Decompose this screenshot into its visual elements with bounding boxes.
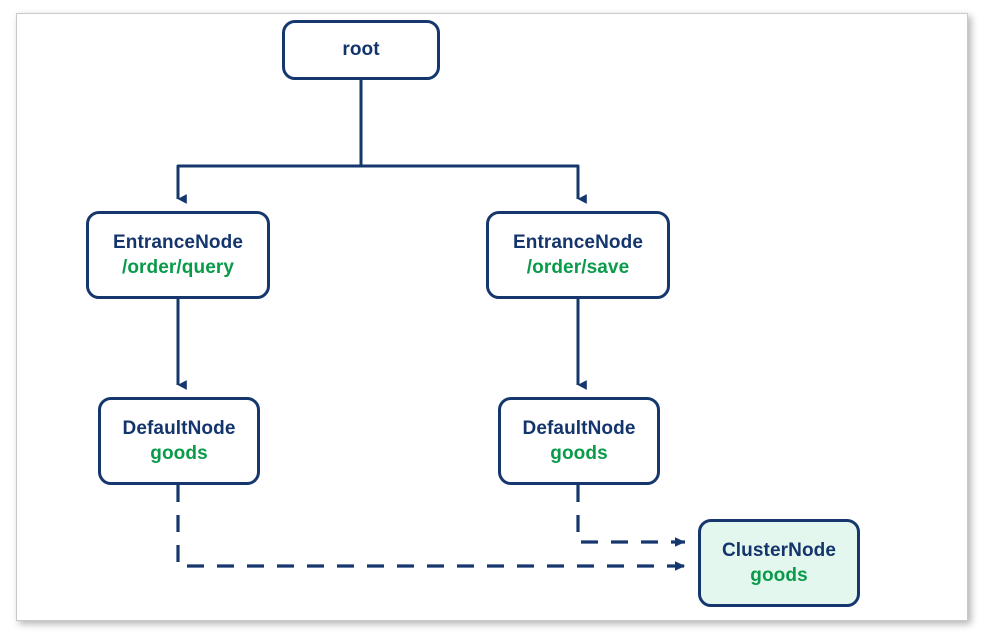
edge-default-right-to-cluster	[576, 485, 686, 547]
node-default-left-type: DefaultNode	[122, 418, 236, 440]
node-cluster-goods-type: ClusterNode	[721, 540, 837, 562]
node-default-right[interactable]: DefaultNode goods	[498, 397, 660, 485]
edge-default-left-to-cluster	[176, 485, 686, 571]
node-entrance-save-type: EntranceNode	[512, 232, 643, 254]
node-root[interactable]: root	[282, 20, 440, 80]
node-default-right-name: goods	[550, 442, 608, 464]
node-default-right-type: DefaultNode	[522, 418, 636, 440]
node-default-left-name: goods	[150, 442, 208, 464]
node-cluster-goods-name: goods	[750, 564, 808, 586]
node-root-type: root	[342, 39, 380, 61]
node-entrance-save[interactable]: EntranceNode /order/save	[486, 211, 670, 299]
node-cluster-goods[interactable]: ClusterNode goods	[698, 519, 860, 607]
node-entrance-query[interactable]: EntranceNode /order/query	[86, 211, 270, 299]
node-entrance-save-path: /order/save	[526, 256, 630, 278]
node-default-left[interactable]: DefaultNode goods	[98, 397, 260, 485]
node-entrance-query-path: /order/query	[121, 256, 235, 278]
node-entrance-query-type: EntranceNode	[112, 232, 243, 254]
edge-root-split	[176, 78, 580, 168]
